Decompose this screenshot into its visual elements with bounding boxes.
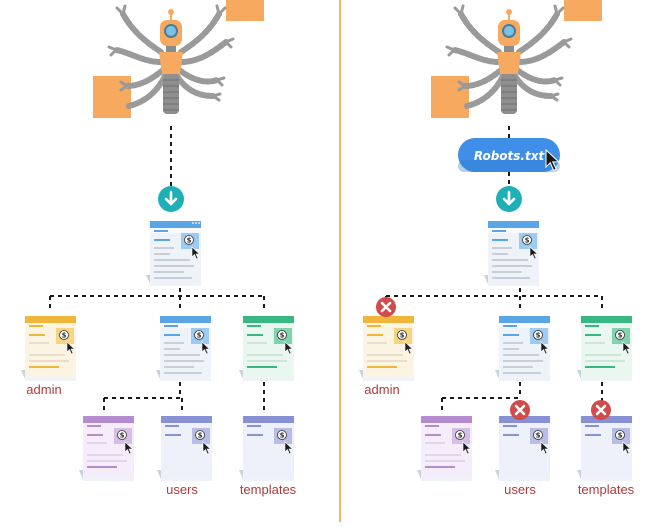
blocked-x-icon — [374, 295, 398, 319]
robots-txt-label: Robots.txt — [474, 149, 546, 163]
label-admin-right: admin — [364, 382, 400, 397]
page-child-purple-left — [79, 416, 134, 481]
dollar-badge-icon — [533, 430, 543, 440]
download-arrow-icon — [156, 184, 186, 214]
dollar-badge-icon — [184, 235, 194, 245]
page-users-parent-right — [495, 316, 550, 381]
panel-divider — [339, 0, 341, 522]
dollar-badge-icon — [59, 330, 69, 340]
label-admin-left: admin — [26, 382, 62, 397]
dollar-badge-icon — [455, 430, 465, 440]
page-root-left — [146, 221, 201, 286]
download-arrow-icon — [494, 184, 524, 214]
label-users-left: users — [166, 482, 198, 497]
dollar-badge-icon — [117, 430, 127, 440]
page-child-purple-right — [417, 416, 472, 481]
dollar-badge-icon — [522, 235, 532, 245]
page-templates-right — [577, 416, 632, 481]
dollar-badge-icon — [277, 430, 287, 440]
page-templates-parent-right — [577, 316, 632, 381]
robots-txt-pill: Robots.txt — [458, 138, 560, 172]
page-users-left — [157, 416, 212, 481]
blocked-x-icon — [589, 398, 613, 422]
dollar-badge-icon — [615, 330, 625, 340]
dollar-badge-icon — [277, 330, 287, 340]
page-templates-parent-left — [239, 316, 294, 381]
page-admin-right — [359, 316, 414, 381]
page-users-parent-left — [156, 316, 211, 381]
crawler-robot-left — [93, 0, 264, 118]
crawler-robot-right — [431, 0, 602, 118]
dollar-badge-icon — [397, 330, 407, 340]
label-users-right: users — [504, 482, 536, 497]
dollar-badge-icon — [194, 330, 204, 340]
dollar-badge-icon — [533, 330, 543, 340]
dollar-badge-icon — [615, 430, 625, 440]
label-templates-left: templates — [239, 482, 297, 497]
dollar-badge-icon — [195, 430, 205, 440]
page-admin-left — [21, 316, 76, 381]
page-users-right — [495, 416, 550, 481]
page-root-right — [484, 221, 539, 286]
blocked-x-icon — [508, 398, 532, 422]
page-templates-left — [239, 416, 294, 481]
label-templates-right: templates — [577, 482, 635, 497]
